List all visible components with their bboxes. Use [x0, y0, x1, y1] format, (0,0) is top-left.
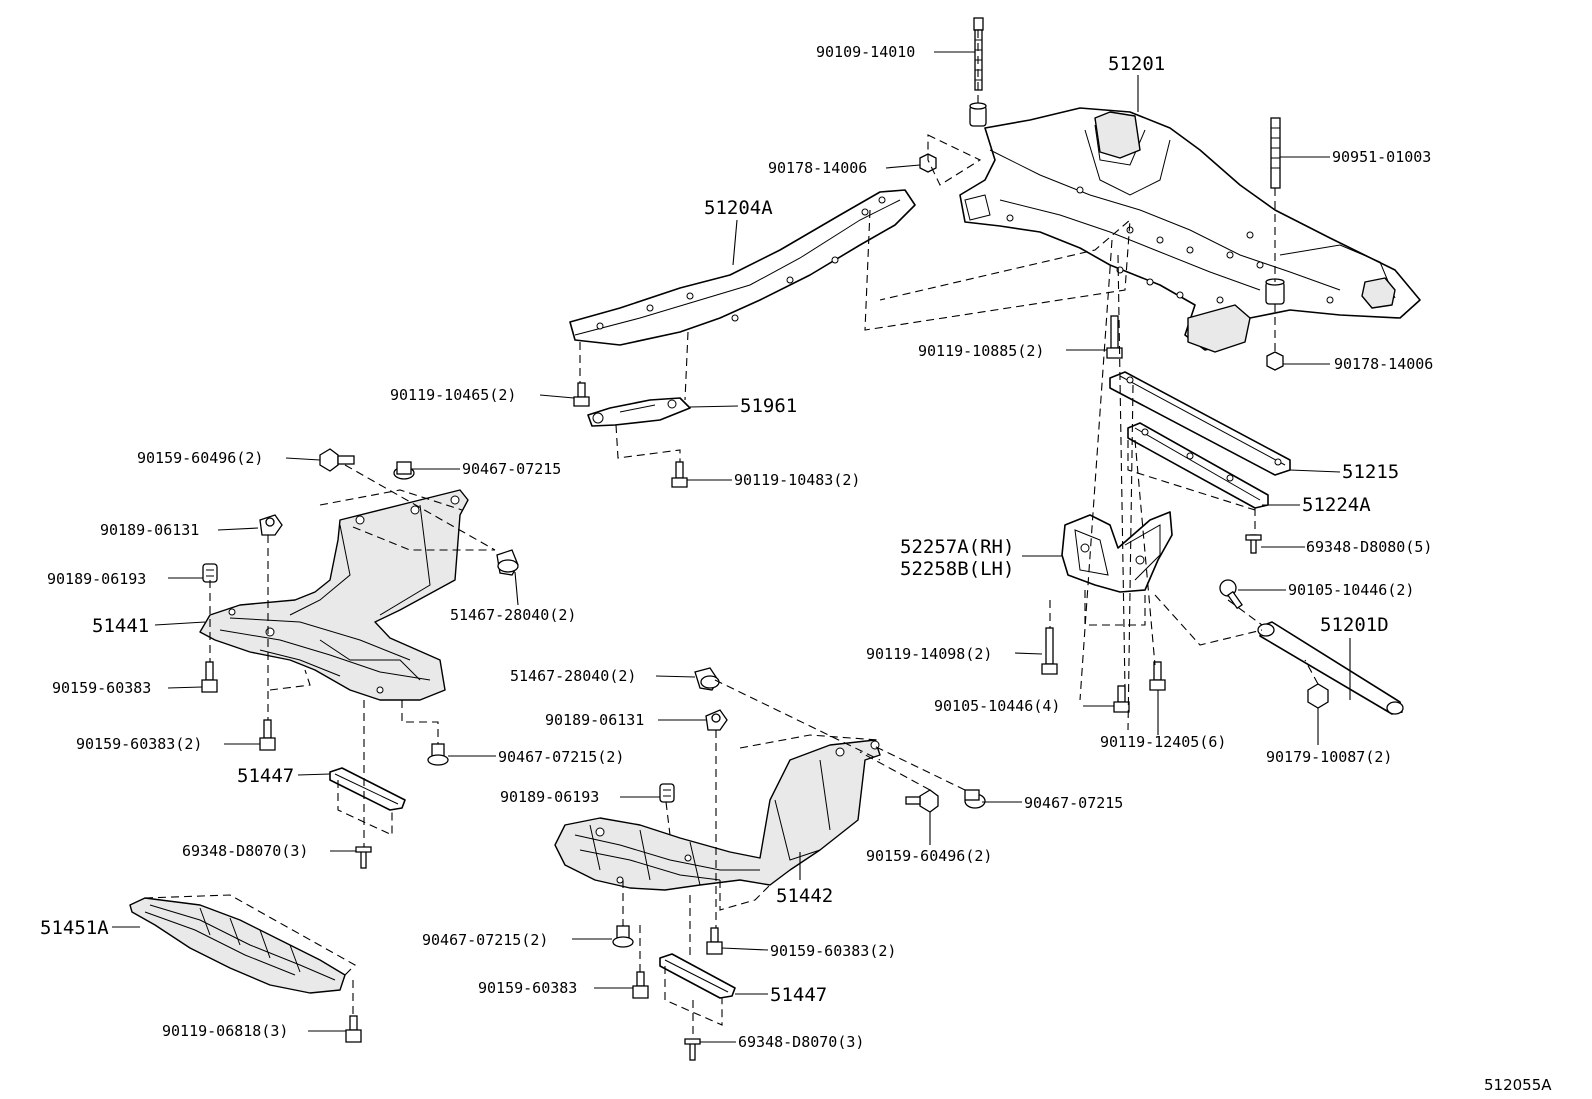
- part-labels: 90109-14010 51201 90951-01003 90178-1400…: [40, 43, 1552, 1094]
- label-51201: 51201: [1108, 53, 1165, 75]
- label-51447-a: 51447: [237, 765, 294, 787]
- clip-90189-06193-b: [659, 783, 675, 803]
- label-90119-14098: 90119-14098(2): [866, 645, 992, 663]
- brace-51204A: [569, 189, 916, 346]
- label-90467-07215-c: 90467-07215: [1024, 794, 1123, 812]
- nut-90179-10087: [1307, 683, 1329, 709]
- label-90119-12405: 90119-12405(6): [1100, 733, 1226, 751]
- clip-90467-07215-b: [427, 743, 449, 766]
- rod-51201D: [1257, 621, 1404, 715]
- bolt-90119-10465: [573, 382, 590, 407]
- bolt-90119-14098: [1041, 627, 1058, 675]
- label-51442: 51442: [776, 885, 833, 907]
- label-90179-10087: 90179-10087(2): [1266, 748, 1392, 766]
- label-90119-10465: 90119-10465(2): [390, 386, 516, 404]
- label-90119-10885: 90119-10885(2): [918, 342, 1044, 360]
- label-90119-06818: 90119-06818(3): [162, 1022, 288, 1040]
- clip-90189-06193-a: [202, 563, 218, 583]
- diagram-code: 512055A: [1484, 1076, 1552, 1094]
- label-51447-b: 51447: [770, 984, 827, 1006]
- label-90119-10483: 90119-10483(2): [734, 471, 860, 489]
- label-52257A: 52257A(RH): [900, 536, 1014, 558]
- stud-bolt-90109-14010: [973, 17, 984, 91]
- bracket-52257A-52258B: [1061, 511, 1173, 593]
- clip-90467-07215-c: [964, 789, 986, 809]
- under-cover-51441: [199, 489, 469, 701]
- bolt-69348-D8080: [1245, 534, 1262, 554]
- bolt-90159-60383-b: [259, 719, 276, 751]
- label-90189-06131-b: 90189-06131: [545, 711, 644, 729]
- label-51204A: 51204A: [704, 197, 773, 219]
- label-90159-60383-c: 90159-60383(2): [770, 942, 896, 960]
- clip-51467-28040-a: [496, 549, 519, 576]
- clip-90467-07215-d: [612, 925, 634, 948]
- label-90159-60496-b: 90159-60496(2): [866, 847, 992, 865]
- bolt-90119-10885: [1106, 315, 1123, 359]
- label-90105-10446-a: 90105-10446(2): [1288, 581, 1414, 599]
- bolt-90159-60383-a: [201, 661, 218, 693]
- label-51215: 51215: [1342, 461, 1399, 483]
- label-90178-14006-a: 90178-14006: [768, 159, 867, 177]
- label-69348-D8080: 69348-D8080(5): [1306, 538, 1432, 556]
- bolt-69348-D8070-b: [684, 1038, 701, 1061]
- clip-90467-07215-a: [393, 461, 415, 480]
- label-51961: 51961: [740, 395, 797, 417]
- label-90159-60383-d: 90159-60383: [478, 979, 577, 997]
- label-90178-14006-b: 90178-14006: [1334, 355, 1433, 373]
- bolt-90159-60496-b: [905, 789, 939, 813]
- label-90159-60383-b: 90159-60383(2): [76, 735, 202, 753]
- nut-90189-06131-b: [705, 709, 728, 731]
- bolt-90119-06818: [345, 1015, 362, 1043]
- label-90189-06193-a: 90189-06193: [47, 570, 146, 588]
- nut-90189-06131-a: [259, 514, 283, 536]
- label-90467-07215-a: 90467-07215: [462, 460, 561, 478]
- label-51467-28040-b: 51467-28040(2): [510, 667, 636, 685]
- bolt-90105-10446-4: [1113, 685, 1130, 713]
- bar-51224A: [1127, 422, 1269, 509]
- label-90467-07215-b: 90467-07215(2): [498, 748, 624, 766]
- bushing-right: [1265, 278, 1285, 305]
- bolt-90159-60496-a: [319, 448, 355, 472]
- label-51441: 51441: [92, 615, 149, 637]
- bolt-90119-10483: [671, 461, 688, 488]
- label-90159-60496-a: 90159-60496(2): [137, 449, 263, 467]
- label-69348-D8070-a: 69348-D8070(3): [182, 842, 308, 860]
- label-90467-07215-d: 90467-07215(2): [422, 931, 548, 949]
- label-52258B: 52258B(LH): [900, 558, 1014, 580]
- bolt-90159-60383-c: [706, 927, 723, 955]
- nut-90178-14006-bottom: [1266, 351, 1284, 371]
- bracket-51447-b: [659, 953, 736, 999]
- bolt-90159-60383-d: [632, 971, 649, 999]
- cover-51451A: [129, 897, 346, 994]
- label-90109-14010: 90109-14010: [816, 43, 915, 61]
- label-90105-10446-b: 90105-10446(4): [934, 697, 1060, 715]
- label-51224A: 51224A: [1302, 494, 1371, 516]
- bolt-69348-D8070-a: [355, 846, 372, 869]
- label-69348-D8070-b: 69348-D8070(3): [738, 1033, 864, 1051]
- bolt-90105-10446-2: [1219, 579, 1243, 610]
- label-51451A: 51451A: [40, 917, 109, 939]
- clip-51467-28040-b: [694, 667, 720, 691]
- label-51201D: 51201D: [1320, 614, 1389, 636]
- label-90189-06131-a: 90189-06131: [100, 521, 199, 539]
- bushing-top-left: [969, 102, 987, 127]
- under-cover-51442: [554, 739, 881, 891]
- label-90951-01003: 90951-01003: [1332, 148, 1431, 166]
- bolt-90119-12405: [1149, 661, 1166, 691]
- leader-lines: [112, 51, 1351, 1043]
- bracket-51447-a: [329, 767, 406, 811]
- bracket-51961: [587, 397, 691, 427]
- crossmember-51201: [959, 107, 1421, 353]
- label-51467-28040-a: 51467-28040(2): [450, 606, 576, 624]
- label-90159-60383-a: 90159-60383: [52, 679, 151, 697]
- alignment-lines: [144, 30, 1319, 1039]
- label-90189-06193-b: 90189-06193: [500, 788, 599, 806]
- stud-bolt-90951-01003: [1270, 117, 1281, 189]
